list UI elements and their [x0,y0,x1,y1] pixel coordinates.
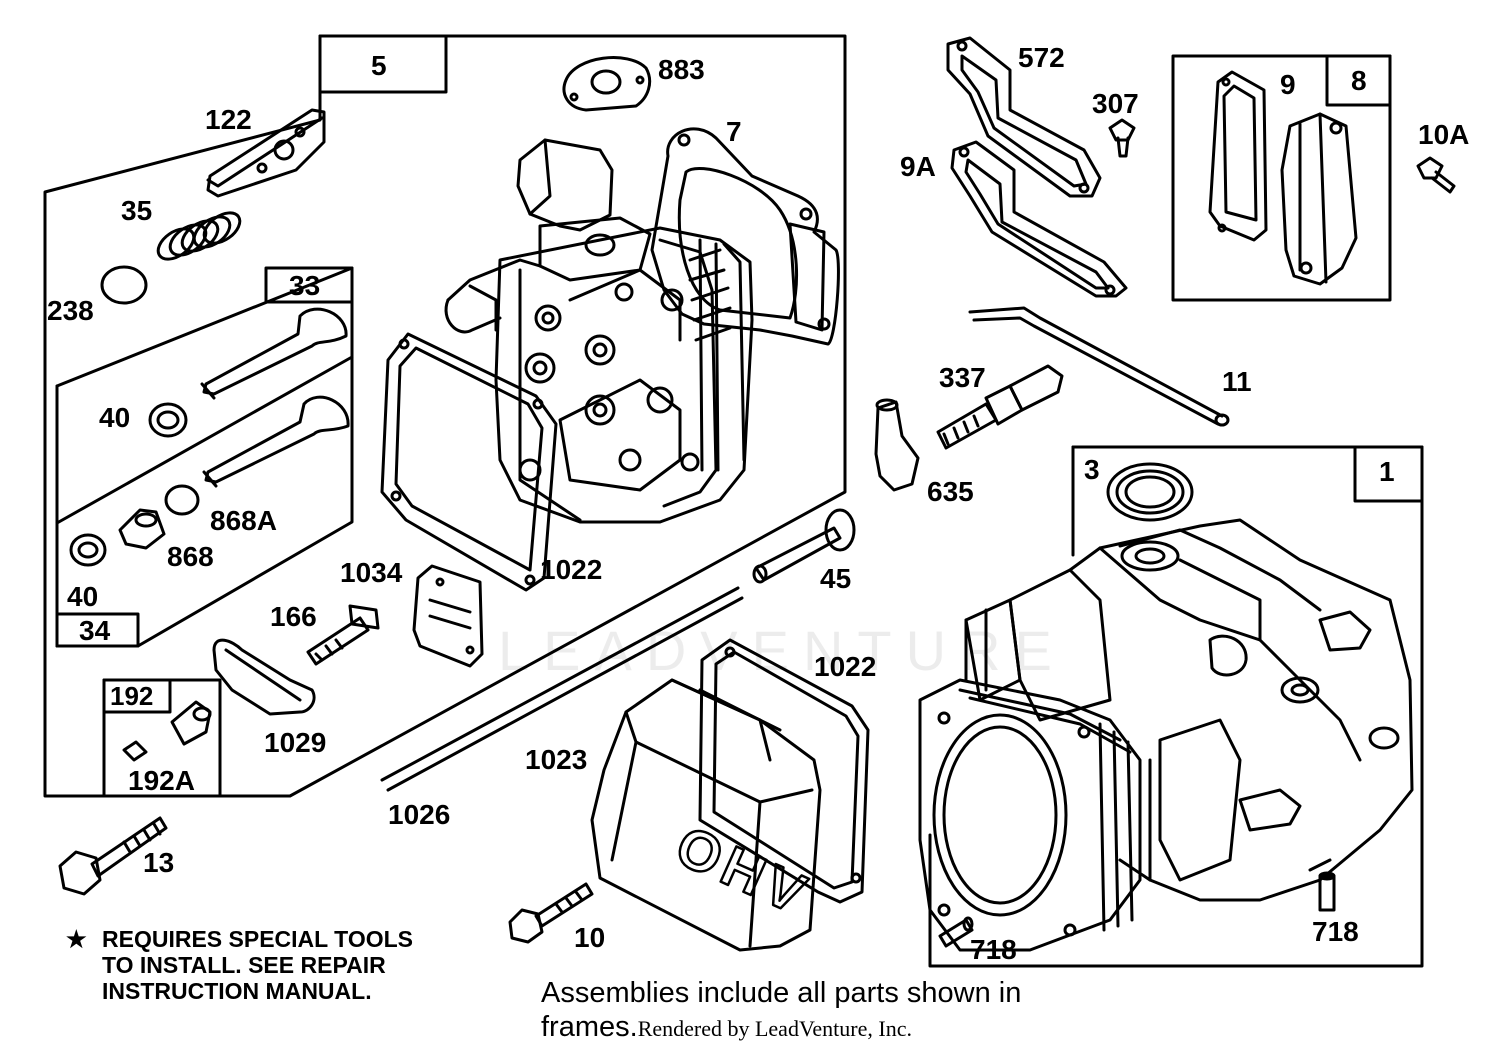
star-icon: ★ [66,926,87,952]
frame-label-cylinder-assembly: 1 [1379,456,1395,487]
caption-line-1: Assemblies include all parts shown in [541,977,1022,1009]
breather-cover-drawing [1280,112,1358,286]
intake-valve-drawing [202,395,350,488]
frame-exhaust-valve-kit-tag [264,266,354,304]
frame-breather-set-tag [102,678,172,714]
bolt-small-drawing [508,882,594,944]
screw-307-drawing [1108,118,1136,158]
frame-breather-assembly [1171,54,1392,302]
frame-label-exhaust-valve-kit: 33 [289,270,321,301]
cylinder-block-drawing [918,518,1414,952]
intake-gasket-drawing [562,56,652,112]
assemblies-caption: Assemblies include all parts shown in fr… [541,976,1021,1046]
valve-seal-drawing [118,508,166,550]
caption-line-2: frames. [541,1011,638,1043]
rocker-cover-gasket-upper-drawing [380,332,558,592]
callout-718-left: 718 [970,934,1017,965]
callout-9: 9 [1280,69,1296,100]
callout-718-right: 718 [1312,916,1359,947]
frame-intake-valve-kit-tag [55,612,140,648]
rocker-arm-drawing [212,638,316,716]
breather-plate-drawing [412,564,484,668]
valve-retainer-lower-drawing [69,533,107,567]
watermark: LEADVENTURE [498,619,1066,682]
callout-1022-upper: 1022 [540,554,603,585]
callout-13: 13 [143,847,175,878]
frame-label-breather-set: 192 [110,681,154,711]
callout-45: 45 [820,563,852,594]
valve-kit-divider [55,355,354,525]
callout-35: 35 [121,195,153,226]
frame-label-breather-assembly: 8 [1351,65,1367,96]
rocker-cover-drawing [590,678,822,952]
callout-635: 635 [927,476,974,507]
push-rod-drawing [380,586,744,792]
note-line-3: INSTRUCTION MANUAL. [102,978,372,1004]
callout-1023: 1023 [525,744,588,775]
spring-drawing [156,211,242,261]
push-rod-guide-drawing [752,508,856,584]
gasket-9a-drawing [950,140,1128,298]
frame-valve-kits [55,266,354,648]
callout-1034: 1034 [340,557,403,588]
callout-40-lower: 40 [67,581,99,612]
dowel-pin-left-drawing [938,916,974,948]
spacer-plate-drawing [206,108,326,198]
callout-166: 166 [270,601,317,632]
callout-122: 122 [205,104,252,135]
dowel-pin-right-drawing [1318,871,1336,912]
rocker-cover-gasket-lower-drawing [698,638,870,904]
callout-238: 238 [47,295,94,326]
callout-1022-lower: 1022 [814,651,877,682]
callout-3: 3 [1084,454,1100,485]
callout-40-upper: 40 [99,402,131,433]
callout-307: 307 [1092,88,1139,119]
note-line-2: TO INSTALL. SEE REPAIR [102,952,386,978]
frame-cylinder-assembly-tag [1353,445,1424,503]
spark-plug-drawing [936,364,1064,450]
head-gasket-drawing [650,127,840,346]
gasket-572-drawing [946,36,1102,198]
frame-label-head-assembly: 5 [371,50,387,81]
small-plug-drawing [122,740,148,762]
frame-head-assembly-tag [318,34,448,94]
callout-192A: 192A [128,765,195,796]
callout-337: 337 [939,362,986,393]
breather-fitting-drawing [170,700,212,746]
note-line-1: REQUIRES SPECIAL TOOLS [102,926,413,952]
frame-breather-assembly-tag [1325,54,1392,107]
oil-seal-drawing [1106,462,1194,522]
callout-11: 11 [1222,366,1252,397]
washer-drawing [164,484,200,516]
callout-1029: 1029 [264,727,327,758]
frame-cylinder-assembly [928,445,1424,968]
render-credit: Rendered by LeadVenture, Inc. [637,1016,912,1041]
callout-572: 572 [1018,42,1065,73]
callout-883: 883 [658,54,705,85]
breather-tube-drawing [968,306,1230,427]
callout-868A: 868A [210,505,277,536]
screw-10a-drawing [1416,156,1456,194]
frame-label-intake-valve-kit: 34 [79,615,111,646]
cap-drawing [100,265,148,305]
cylinder-head-drawing [444,138,754,524]
callout-868: 868 [167,541,214,572]
exhaust-valve-drawing [200,307,348,400]
callout-1026: 1026 [388,799,451,830]
callout-10A: 10A [1418,119,1470,150]
callout-7: 7 [726,116,742,147]
valve-retainer-upper-drawing [148,402,188,438]
callout-10: 10 [574,922,606,953]
callout-9A: 9A [900,151,936,182]
stud-drawing [306,604,380,666]
spark-plug-boot-drawing [874,398,920,492]
bolt-large-drawing [58,816,168,896]
breather-gasket-drawing [1208,70,1268,242]
